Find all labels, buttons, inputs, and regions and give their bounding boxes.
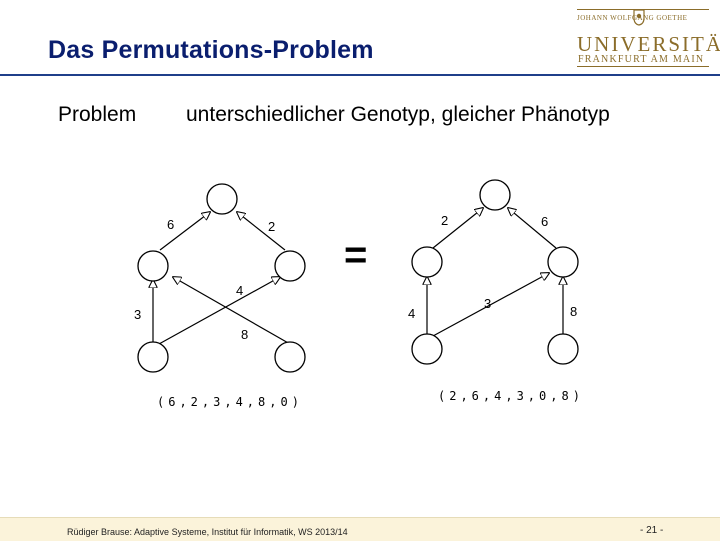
logo-top-line: JOHANN WOLFGANG GOETHE (577, 14, 688, 22)
problem-statement: unterschiedlicher Genotyp, gleicher Phän… (186, 103, 610, 126)
logo-city: FRANKFURT AM MAIN (578, 54, 705, 65)
right-sequence: (2,6,4,3,0,8) (438, 389, 584, 403)
left-network: 6 2 4 3 8 (6,2,3,4,8,0) (134, 183, 306, 409)
page-number: - 21 - (640, 525, 664, 536)
problem-label: Problem (58, 103, 137, 126)
logo-name: UNIVERSITÄT (577, 32, 720, 56)
left-input-node-2 (274, 341, 306, 373)
right-output-node (479, 179, 511, 211)
left-edge-cross-b (158, 277, 280, 345)
left-weight-cross-a: 4 (236, 283, 243, 298)
right-hidden-node-2 (547, 246, 579, 278)
right-input-node-1 (411, 333, 443, 365)
right-input-node-2 (547, 333, 579, 365)
left-weight-top-left: 6 (167, 217, 174, 232)
left-hidden-node-2 (274, 250, 306, 282)
right-hidden-node-1 (411, 246, 443, 278)
right-edge-cross (432, 273, 549, 337)
crest-icon (633, 9, 645, 26)
title-divider (0, 74, 720, 76)
right-edge-top-left (432, 208, 483, 249)
equals-sign: = (344, 233, 367, 277)
left-weight-top-right: 2 (268, 219, 275, 234)
left-output-node (206, 183, 238, 215)
left-edge-cross-a (173, 277, 291, 345)
university-logo: JOHANN WOLFGANG GOETHE UNIVERSITÄT FRANK… (572, 6, 720, 67)
right-weight-left-vertical: 4 (408, 306, 415, 321)
right-weight-right-vertical: 8 (570, 304, 577, 319)
left-weight-cross-b: 8 (241, 327, 248, 342)
left-input-node-1 (137, 341, 169, 373)
right-edge-top-right (508, 208, 557, 249)
right-weight-top-left: 2 (441, 213, 448, 228)
left-sequence: (6,2,3,4,8,0) (157, 395, 303, 409)
left-hidden-node-1 (137, 250, 169, 282)
left-edge-top-left (159, 212, 210, 251)
right-network: 2 6 4 3 8 (2,6,4,3,0,8) (408, 179, 584, 403)
left-weight-vertical: 3 (134, 307, 141, 322)
footer-text: Rüdiger Brause: Adaptive Systeme, Instit… (67, 527, 348, 537)
right-weight-cross: 3 (484, 296, 491, 311)
right-weight-top-right: 6 (541, 214, 548, 229)
footer-bar (0, 517, 720, 541)
logo-rule-bottom (577, 66, 709, 67)
left-edge-top-right (237, 212, 286, 251)
slide-title: Das Permutations-Problem (48, 36, 374, 64)
